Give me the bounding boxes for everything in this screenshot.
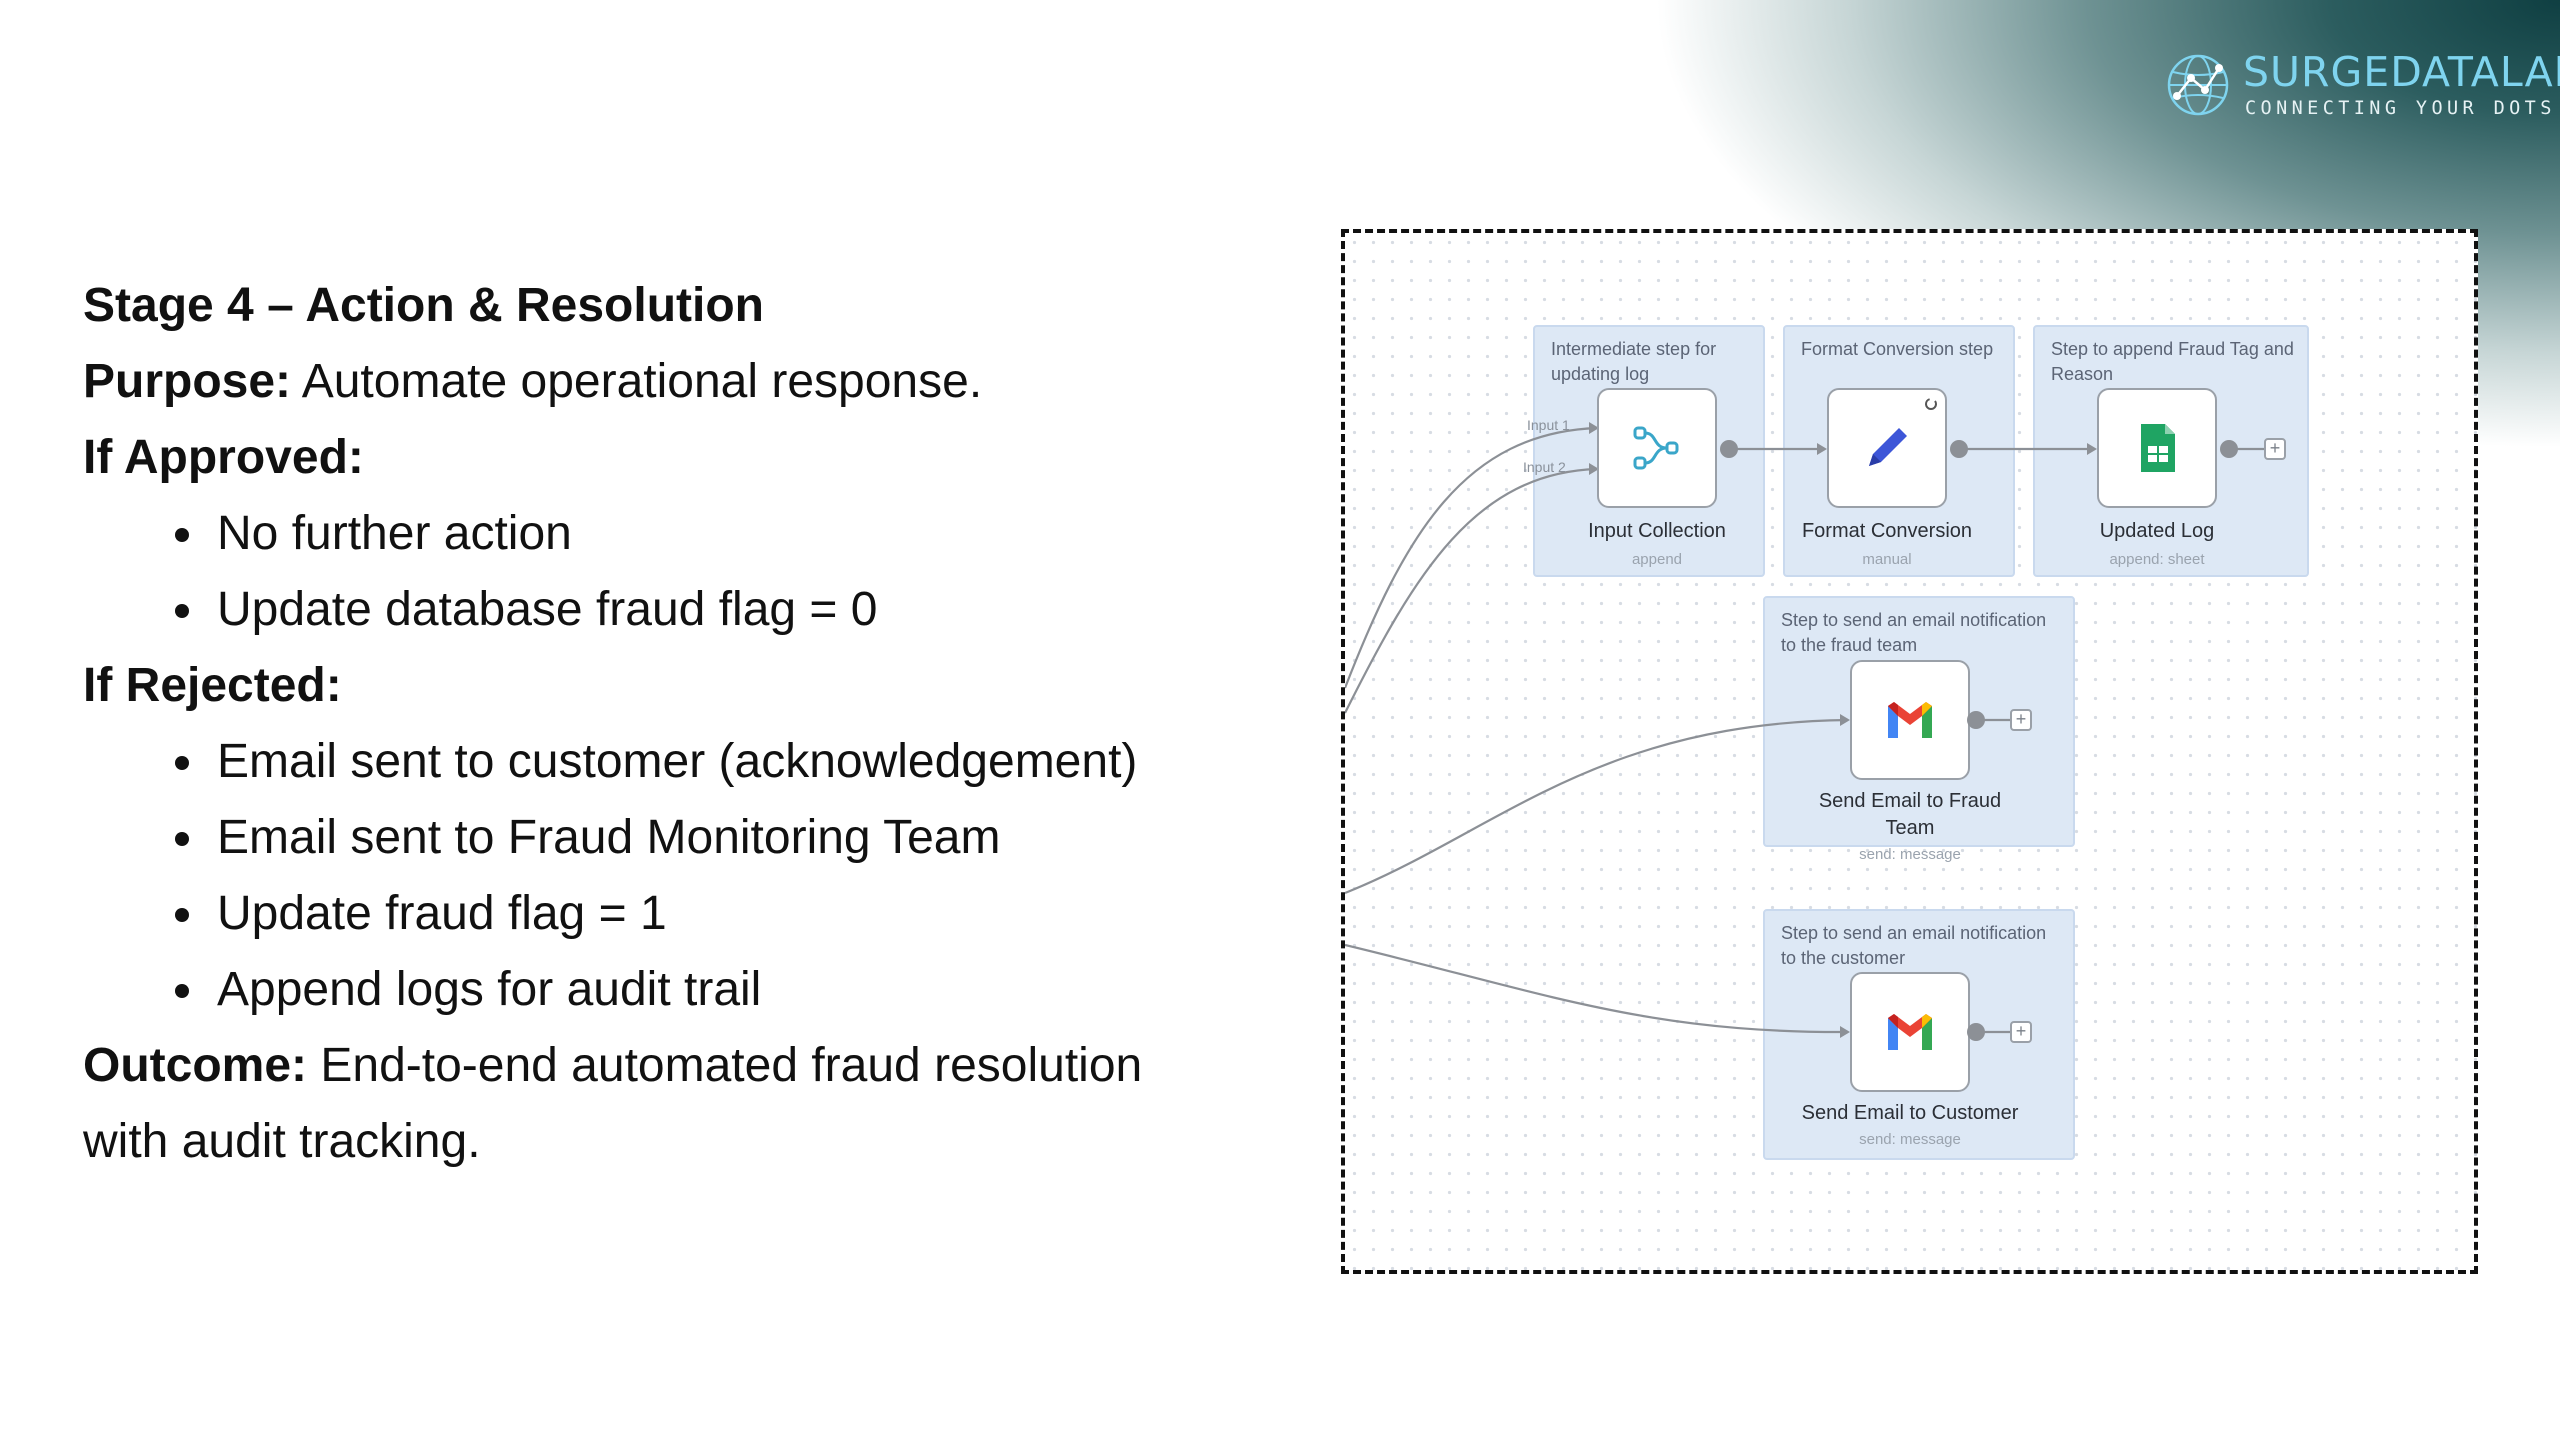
node-subtitle: append — [1631, 551, 1683, 568]
input-label: Input 2 — [1523, 459, 1566, 475]
node-label: Format Conversion — [1801, 520, 1973, 542]
bullet-text: No further action — [217, 507, 572, 560]
add-node-button[interactable]: + — [2264, 438, 2286, 460]
brand-logo: SURGEDATALAB CONNECTING YOUR DOTS — [2165, 48, 2560, 128]
node-subtitle: append: sheet — [2109, 551, 2205, 568]
node-label: Input Collection — [1588, 520, 1726, 542]
purpose-line: Purpose: Automate operational response. — [83, 344, 1283, 420]
refresh-icon[interactable] — [1923, 396, 1939, 412]
list-item: Update database fraud flag = 0 — [83, 572, 1283, 648]
add-node-button[interactable]: + — [2010, 709, 2032, 731]
group-note: Step to append Fraud Tag and Reason — [2051, 339, 2294, 384]
node-label: Send Email to Customer — [1801, 1102, 2019, 1124]
outcome-line: Outcome: End-to-end automated fraud reso… — [83, 1028, 1283, 1104]
bullet-text: Email sent to customer (acknowledgement) — [217, 735, 1138, 788]
group-note: Intermediate step for updating log — [1551, 339, 1717, 384]
pencil-icon — [1869, 428, 1907, 466]
customer-email-node[interactable] — [1850, 972, 1970, 1092]
input-label: Input 1 — [1527, 417, 1570, 433]
purpose-text: Automate operational response. — [291, 355, 983, 408]
node-subtitle: send: message — [1859, 846, 1961, 863]
fraud-email-node[interactable] — [1850, 660, 1970, 780]
group-note: Format Conversion step — [1801, 339, 1994, 359]
outcome-label: Outcome: — [83, 1039, 308, 1092]
output-handle[interactable] — [1967, 1023, 1985, 1041]
list-item: Update fraud flag = 1 — [83, 876, 1283, 952]
updated-log-node[interactable] — [2097, 388, 2217, 508]
bullet-dot — [175, 832, 189, 846]
group-note: Step to send an email notification to th… — [1781, 923, 2047, 968]
slide-title: Stage 4 – Action & Resolution — [83, 279, 764, 332]
list-item: Email sent to Fraud Monitoring Team — [83, 800, 1283, 876]
list-item: Email sent to customer (acknowledgement) — [83, 724, 1283, 800]
bullet-dot — [175, 984, 189, 998]
brand-name: SURGEDATALAB — [2243, 48, 2560, 96]
workflow-diagram: Intermediate step for updating log Forma… — [1341, 229, 2478, 1274]
approved-heading: If Approved: — [83, 431, 364, 484]
add-node-button[interactable]: + — [2010, 1021, 2032, 1043]
brand-tagline: CONNECTING YOUR DOTS — [2245, 98, 2556, 119]
bullet-dot — [175, 908, 189, 922]
list-item: Append logs for audit trail — [83, 952, 1283, 1028]
output-handle[interactable] — [1967, 711, 1985, 729]
output-handle[interactable] — [1720, 440, 1738, 458]
outcome-line-continued: with audit tracking. — [83, 1115, 481, 1168]
input-collection-node[interactable] — [1597, 388, 1717, 508]
bullet-dot — [175, 756, 189, 770]
node-label: Send Email to Fraud Team — [1818, 790, 2002, 839]
format-conversion-node[interactable] — [1827, 388, 1947, 508]
purpose-label: Purpose: — [83, 355, 292, 408]
bullet-dot — [175, 528, 189, 542]
rejected-heading: If Rejected: — [83, 659, 342, 712]
gmail-icon — [1888, 702, 1932, 738]
merge-icon — [1633, 426, 1679, 470]
group-note: Step to send an email notification to th… — [1781, 610, 2047, 655]
google-sheets-icon — [2141, 424, 2175, 472]
globe-network-icon — [2167, 54, 2229, 116]
output-handle[interactable] — [2220, 440, 2238, 458]
bullet-text: Email sent to Fraud Monitoring Team — [217, 811, 1001, 864]
node-subtitle: manual — [1862, 551, 1912, 568]
bullet-dot — [175, 604, 189, 618]
node-subtitle: send: message — [1859, 1131, 1961, 1148]
outcome-text: End-to-end automated fraud resolution — [307, 1039, 1143, 1092]
gmail-icon — [1888, 1014, 1932, 1050]
list-item: No further action — [83, 496, 1283, 572]
node-label: Updated Log — [2099, 520, 2215, 542]
output-handle[interactable] — [1950, 440, 1968, 458]
bullet-text: Append logs for audit trail — [217, 963, 762, 1016]
slide-text: Stage 4 – Action & Resolution Purpose: A… — [83, 268, 1283, 1180]
bullet-text: Update database fraud flag = 0 — [217, 583, 878, 636]
bullet-text: Update fraud flag = 1 — [217, 887, 667, 940]
